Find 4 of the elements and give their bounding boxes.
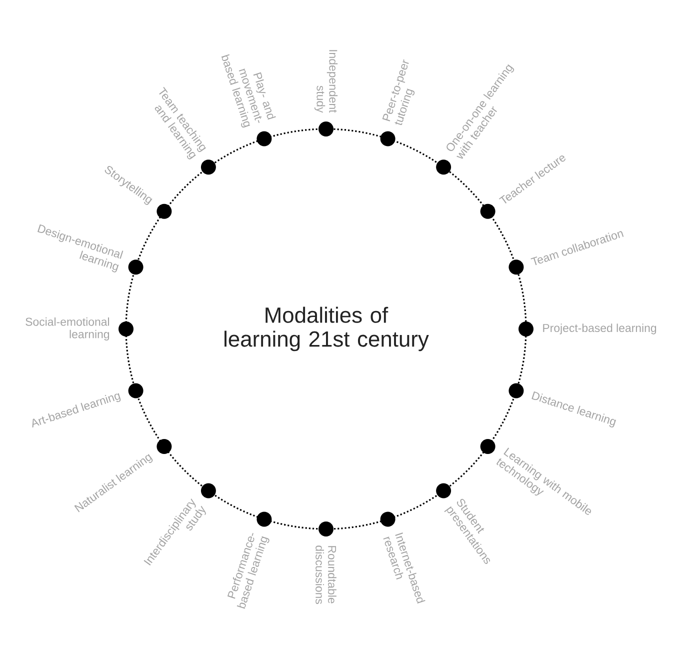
dot-label: Project-based learning — [543, 324, 656, 334]
dot-label: Social-emotional learning — [26, 317, 110, 341]
dot-label: Independent study — [314, 50, 338, 113]
dot-label: Roundtable discussions — [316, 546, 336, 604]
